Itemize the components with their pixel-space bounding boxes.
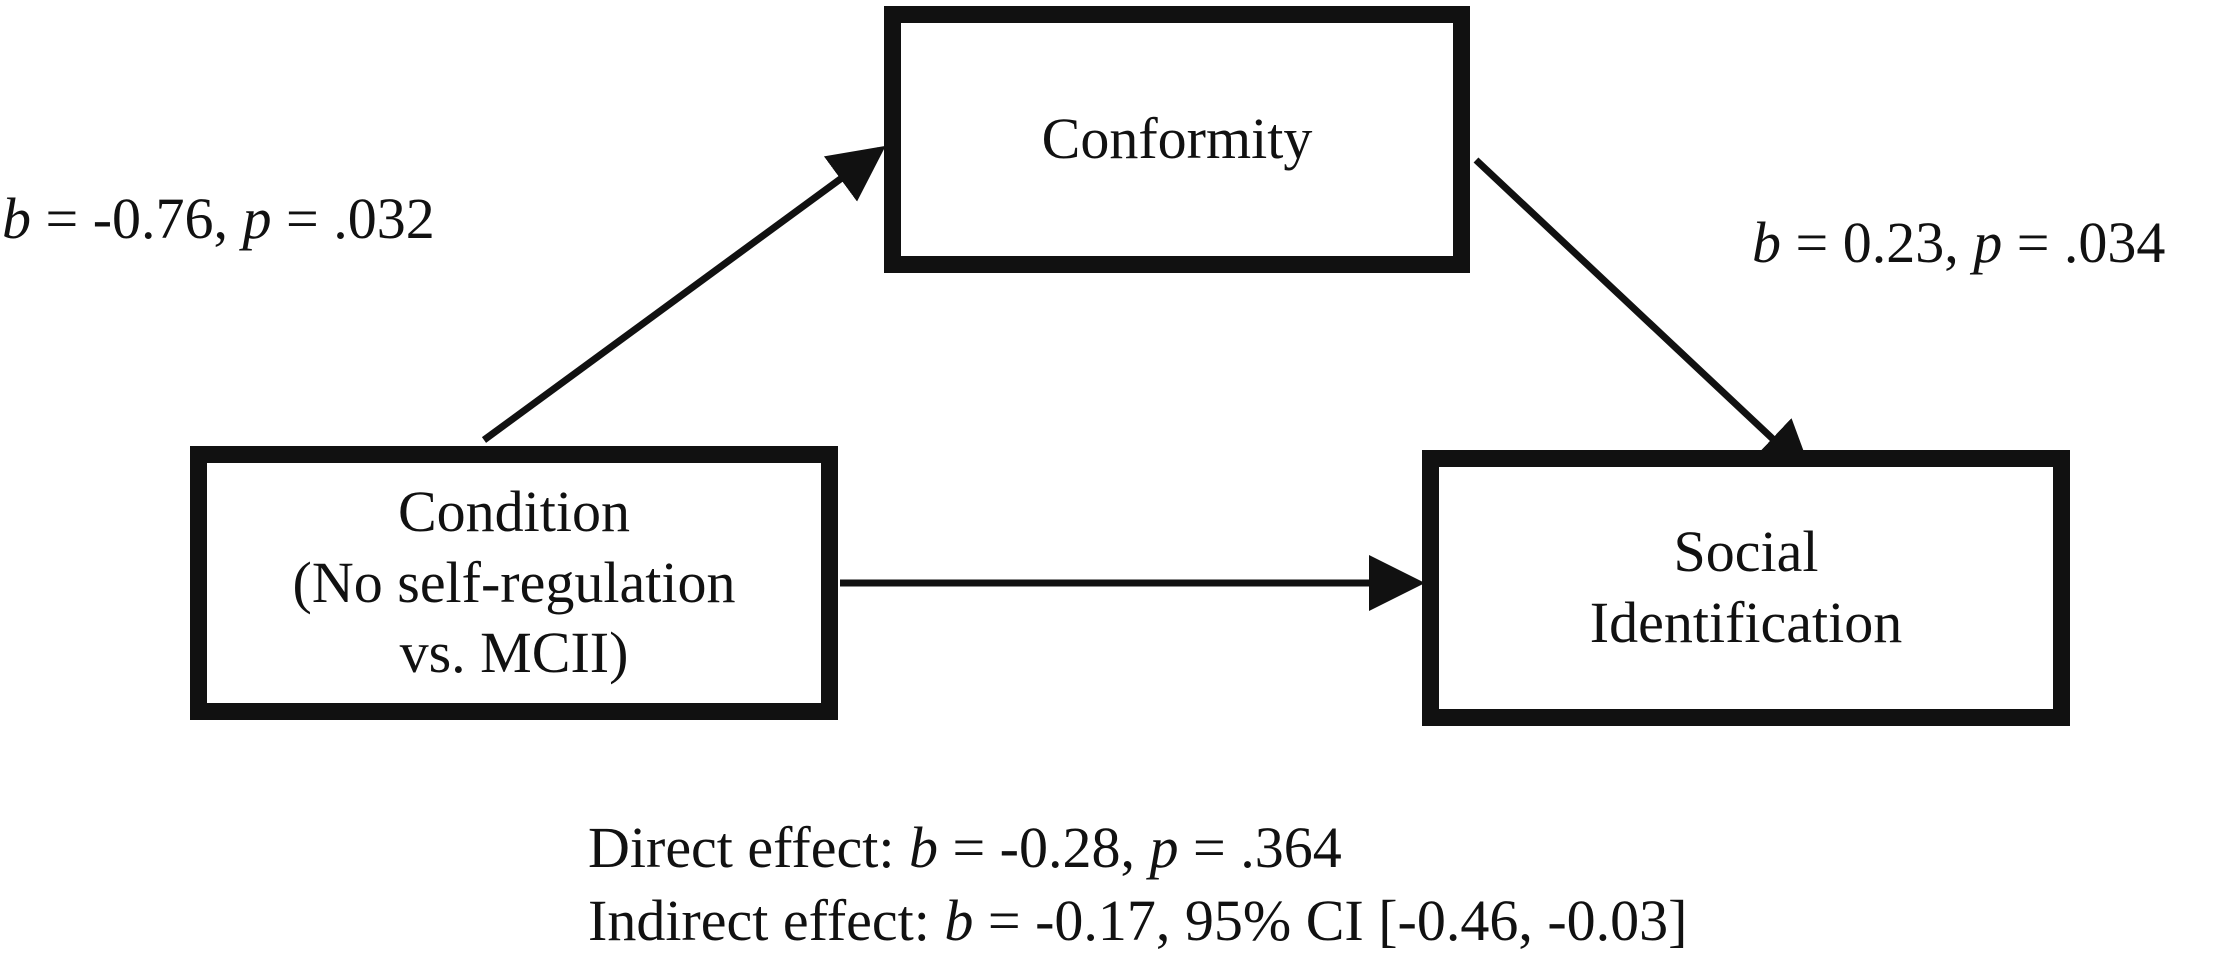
predictor-label-line-3: vs. MCII) [400,618,629,689]
path-a-p-value: = .032 [272,186,435,251]
predictor-label-line-2: (No self-regulation [293,548,736,619]
arrow-conformity-to-social [1476,160,1808,472]
path-b-p-value: = .034 [2002,210,2165,275]
path-b-coefficient: b = 0.23, p = .034 [1752,214,2165,272]
direct-effect-b-value: = -0.28, [938,815,1150,880]
predictor-label-line-1: Condition [398,477,630,548]
path-a-p-symbol: p [243,186,272,251]
path-b-p-symbol: p [1973,210,2002,275]
path-a-b-value: = -0.76, [31,186,243,251]
direct-effect-line: Direct effect: b = -0.28, p = .364 [588,812,1688,885]
path-b-b-value: = 0.23, [1781,210,1973,275]
indirect-effect-label: Indirect effect: [588,888,944,953]
path-a-b-symbol: b [2,186,31,251]
path-a-coefficient: b = -0.76, p = .032 [2,190,435,248]
direct-effect-label: Direct effect: [588,815,909,880]
effects-summary: Direct effect: b = -0.28, p = .364 Indir… [588,812,1688,957]
path-b-b-symbol: b [1752,210,1781,275]
outcome-box-social-identification: Social Identification [1422,450,2070,726]
mediator-label: Conformity [1042,104,1313,175]
direct-effect-p-symbol: p [1150,815,1179,880]
arrow-condition-to-conformity [484,150,880,440]
predictor-box-condition: Condition (No self-regulation vs. MCII) [190,446,838,720]
indirect-effect-line: Indirect effect: b = -0.17, 95% CI [-0.4… [588,885,1688,957]
indirect-effect-b-value: = -0.17, 95% CI [-0.46, -0.03] [973,888,1687,953]
direct-effect-b-symbol: b [909,815,938,880]
outcome-label-line-1: Social [1674,517,1819,588]
mediator-box-conformity: Conformity [884,6,1470,273]
indirect-effect-b-symbol: b [944,888,973,953]
outcome-label-line-2: Identification [1590,588,1902,659]
direct-effect-p-value: = .364 [1179,815,1342,880]
